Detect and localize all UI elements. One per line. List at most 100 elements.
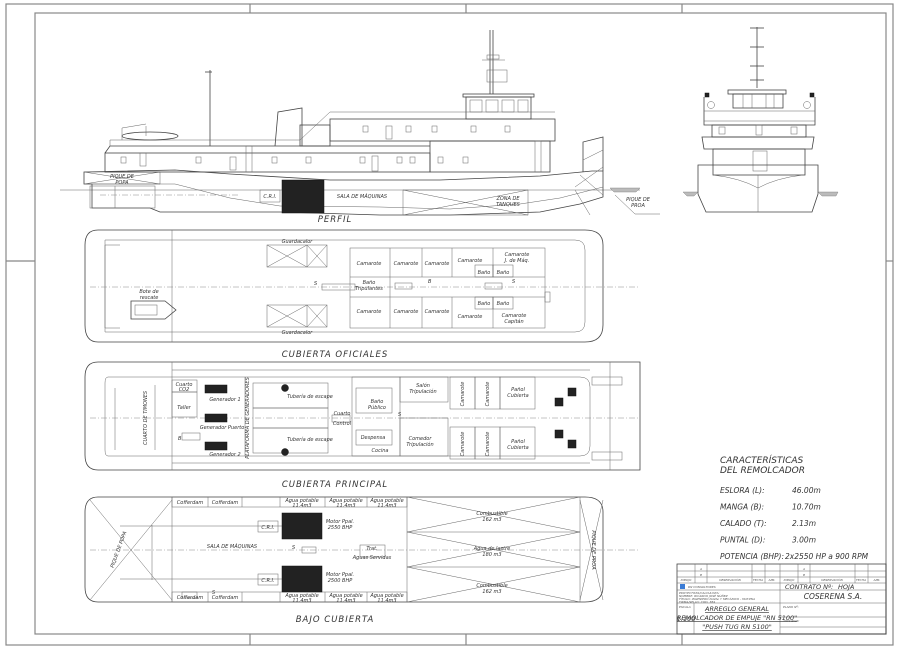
- main-stair-s-label: S: [398, 412, 402, 418]
- crew-bath-label-2: Tripulantes: [355, 286, 383, 292]
- exhaust-pipe-icon: [281, 448, 289, 456]
- rescue-boat-label-1: Bote de: [139, 289, 158, 295]
- rev-marker-a: A: [699, 567, 702, 571]
- rev-marker-b-right: B: [803, 573, 805, 577]
- bollard-icon: [554, 397, 564, 407]
- potable-water-label-6b: 11.4m3: [377, 598, 396, 604]
- deck-store-label-4: Cubierta: [507, 445, 528, 451]
- motor-stbd-label-1: Motor Ppal.: [326, 572, 354, 578]
- profile-aft-peak-label-1: PIQUE DE: [110, 174, 135, 180]
- profile-tank-zone-label-2: TANQUES: [496, 202, 521, 208]
- cri-label-2: C.R.I.: [261, 578, 274, 584]
- officers-deck-title: CUBIERTA OFICIALES: [282, 350, 389, 360]
- front-view: [682, 27, 839, 213]
- characteristic-value: 2.13m: [792, 519, 816, 528]
- characteristic-value: 46.00m: [792, 486, 821, 495]
- treatment-label-2: Aguas Servidas: [352, 555, 392, 561]
- ballast-label-2: 180 m3: [482, 552, 501, 558]
- control-room-label-2: Control: [333, 421, 352, 427]
- shipowner-label: ARMADOR:: [782, 619, 800, 623]
- deck-store-label-1: Pañol: [511, 387, 525, 393]
- rev-header-approved: APR.: [768, 578, 776, 582]
- motor-port-label-2: 2550 BHP: [328, 525, 353, 531]
- characteristic-label: MANGA (B):: [720, 503, 764, 512]
- fuel-bottom-label-1: Combustible: [476, 583, 507, 589]
- generator-port-icon: [204, 413, 228, 423]
- guardacalor-top-label: Guardacalor: [282, 239, 314, 245]
- workshop-label: Taller: [177, 405, 191, 411]
- cabin-label-6: Camarote: [425, 309, 450, 315]
- profile-fore-peak-label-2: PROA: [631, 203, 645, 209]
- scale-label: ESCALA: [679, 605, 691, 609]
- main-engine-port-icon: [281, 512, 323, 540]
- characteristic-value: 3.00m: [792, 536, 816, 545]
- crew-mess-label-1: Comedor: [409, 436, 433, 442]
- rev-marker-b: B: [700, 573, 702, 577]
- below-deck-title: BAJO CUBIERTA: [296, 615, 375, 625]
- bollard-icon: [567, 387, 577, 397]
- bollard-icon: [554, 429, 564, 439]
- cofferdam-label-1: Cofferdam: [177, 500, 204, 506]
- cabin-label-1: Camarote: [357, 261, 382, 267]
- captain-cabin-label-2: Capitán: [504, 318, 523, 325]
- crew-mess-label-2: Tripulación: [406, 441, 433, 448]
- exhaust-label-1: Tubería de escape: [287, 393, 333, 400]
- rescue-boat-label-2: rescate: [140, 295, 159, 301]
- officers-stair-b: B: [428, 279, 432, 285]
- potable-water-label-2b: 11.4m3: [336, 503, 355, 509]
- project-line-2: NOMBRE: RICARDO JOSÉ NÚÑEZ: [679, 593, 729, 598]
- chief-engineer-cabin-label-1: Camarote: [505, 252, 530, 258]
- potable-water-label-6a: Agua potable: [369, 593, 403, 599]
- co2-room-label-2: CO2: [179, 387, 190, 393]
- characteristic-label: POTENCIA (BHP):: [720, 552, 784, 561]
- control-room-label-1: Cuarto: [334, 411, 351, 417]
- potable-water-label-1a: Agua potable: [284, 498, 318, 504]
- potable-water-label-4b: 11.4m3: [292, 598, 311, 604]
- generator-1-icon: [204, 384, 228, 394]
- chief-engineer-cabin-label-2: J. de Máq.: [504, 257, 530, 264]
- exhaust-label-2: Tubería de escape: [287, 436, 333, 443]
- cofferdam-label-2: Cofferdam: [212, 500, 239, 506]
- crew-bath-label-1: Baño: [363, 280, 376, 286]
- officers-deck-plan: Bote de rescate Guardacalor Guardacalor …: [84, 229, 640, 360]
- pantry-label: Despensa: [361, 435, 386, 441]
- profile-fore-peak-label-1: PIQUE DE: [626, 197, 651, 203]
- generator-2-icon: [204, 441, 228, 451]
- client-name: COSERENA S.A.: [804, 592, 863, 601]
- project-line-3: TÍTULO: INGENIERO NAVAL Y MECÁNICO - MAT…: [679, 596, 755, 601]
- fuel-bottom-label-2: 162 m3: [482, 589, 501, 595]
- treatment-label-1: Trat.: [366, 546, 377, 552]
- cabin-label-5: Camarote: [394, 309, 419, 315]
- sheet-border: [5, 3, 894, 646]
- title-block: A B A B DIBUJO OBSERVACIÓN FECHA APR. DI…: [676, 563, 887, 635]
- steering-room-label: CUARTO DE TIMONES: [143, 390, 149, 445]
- main-engine-icon: [281, 179, 325, 214]
- ballast-label-1: Agua de lastre: [473, 546, 510, 552]
- cabin-label-4: Camarote: [425, 261, 450, 267]
- co2-room-label-1: Cuarto: [176, 382, 193, 388]
- contract-label: CONTRATO Nº:: [785, 583, 833, 591]
- scale-value: 1:100: [677, 615, 696, 623]
- rev-marker-a-right: A: [802, 567, 805, 571]
- cri-label-1: C.R.I.: [261, 525, 274, 531]
- bath-label-4: Baño: [497, 301, 510, 307]
- public-bath-label-1: Baño: [371, 399, 384, 405]
- rev-header-drawing-right: DIBUJO: [784, 578, 795, 582]
- profile-view: PIQUE DE POPA C.R.I. SALA DE MÁQUINAS ZO…: [60, 30, 660, 225]
- main-cabin-label-4: Camarote: [485, 432, 491, 457]
- consultant-name: RN CONSULTORES: [688, 585, 716, 589]
- characteristics-title-1: CARACTERÍSTICAS: [720, 454, 804, 466]
- potable-water-label-4a: Agua potable: [284, 593, 318, 599]
- bollard-icon: [567, 439, 577, 449]
- sheet-label: HOJA: [838, 583, 854, 591]
- rev-header-observation-right: OBSERVACIÓN: [821, 577, 844, 582]
- profile-title: PERFIL: [318, 215, 353, 225]
- bath-label-1: Baño: [478, 270, 491, 276]
- drawing-title-3: "PUSH TUG RN 5100": [702, 623, 772, 631]
- profile-cri-label: C.R.I.: [263, 194, 276, 200]
- bath-label-3: Baño: [478, 301, 491, 307]
- drawing-title-2: REMOLCADOR DE EMPUJE "RN 5100": [677, 614, 797, 622]
- below-stair-s-label-1: S: [292, 545, 296, 551]
- main-cabin-label-3: Camarote: [460, 432, 466, 457]
